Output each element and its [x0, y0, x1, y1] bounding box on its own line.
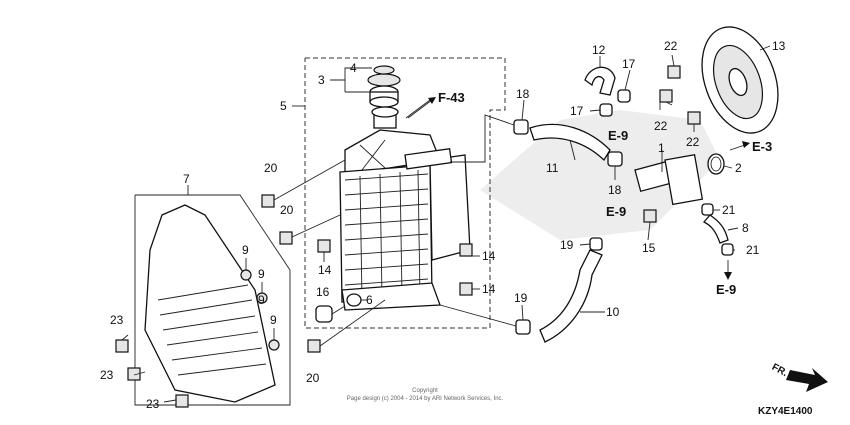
- callout-12: 12: [592, 43, 606, 57]
- callout-18a: 18: [516, 87, 530, 101]
- callout-20b: 20: [280, 203, 294, 217]
- callout-2: 2: [735, 161, 742, 175]
- bolt-20b[interactable]: [279, 231, 293, 245]
- callout-21a: 21: [722, 203, 736, 217]
- hose-clamp-19b[interactable]: [515, 319, 531, 335]
- nut-9c[interactable]: [268, 339, 280, 351]
- copyright-notice: Copyright Page design (c) 2004 - 2014 by…: [347, 388, 504, 402]
- callout-16: 16: [316, 285, 330, 299]
- collar-6[interactable]: [346, 293, 362, 307]
- grommet-16[interactable]: [315, 305, 333, 323]
- hose-11[interactable]: [529, 123, 611, 162]
- hose-clamp-18a[interactable]: [513, 119, 529, 135]
- ref-e9-bottom: E-9: [716, 282, 736, 297]
- copyright-line-2: Page design (c) 2004 - 2014 by ARI Netwo…: [347, 396, 504, 402]
- callout-19a: 19: [560, 238, 574, 252]
- bolt-20c[interactable]: [307, 339, 321, 353]
- callout-22b: 22: [654, 119, 668, 133]
- hose-8[interactable]: [702, 214, 729, 244]
- hose-clamp-18b[interactable]: [607, 151, 623, 167]
- radiator-core-fins: [344, 169, 429, 301]
- bolt-20a[interactable]: [261, 194, 275, 208]
- callout-15: 15: [642, 241, 656, 255]
- clip-14a[interactable]: [317, 239, 331, 253]
- bolt-23a[interactable]: [115, 339, 129, 353]
- radiator-cap[interactable]: [367, 73, 401, 108]
- callout-22c: 22: [686, 135, 700, 149]
- diagram-code: KZY4E1400: [758, 406, 813, 417]
- hose-clamp-17a[interactable]: [617, 89, 631, 103]
- shroud-louvers: [157, 284, 267, 376]
- callout-14c: 14: [482, 282, 496, 296]
- reference-arrows: [407, 97, 750, 280]
- radiator-group-box: [304, 57, 506, 329]
- clip-14c[interactable]: [459, 282, 473, 296]
- ref-e9-top: E-9: [608, 128, 628, 143]
- callout-11: 11: [546, 161, 559, 175]
- callout-10: 10: [606, 305, 620, 319]
- callout-6: 6: [366, 293, 373, 307]
- callout-13: 13: [772, 39, 786, 53]
- callout-23c: 23: [146, 397, 160, 411]
- hose-clamp-19a[interactable]: [589, 237, 603, 251]
- callout-23a: 23: [110, 313, 124, 327]
- o-ring[interactable]: [707, 153, 725, 175]
- reference-tags: F-43 E-3 E-9 E-9 E-9: [438, 90, 772, 297]
- nut-9a[interactable]: [240, 269, 252, 281]
- hose-12[interactable]: [584, 66, 616, 96]
- hose-clamp-17b[interactable]: [599, 103, 613, 117]
- callout-19b: 19: [514, 291, 528, 305]
- copyright-line-1: Copyright: [412, 388, 438, 394]
- callout-labels: 1 2 3 4 5 6 7 8 9 9 9 9 10 11 12 13 14 1…: [100, 39, 786, 411]
- bolt-23c[interactable]: [175, 394, 189, 408]
- callout-17a: 17: [622, 57, 636, 71]
- bolt-15[interactable]: [643, 209, 657, 223]
- callout-23b: 23: [100, 368, 114, 382]
- callout-18b: 18: [608, 183, 622, 197]
- bolt-22a[interactable]: [667, 65, 681, 79]
- callout-1: 1: [658, 141, 665, 155]
- callout-9d: 9: [270, 313, 277, 327]
- callout-9c: 9: [258, 293, 265, 307]
- callout-17b: 17: [570, 104, 584, 118]
- callout-7: 7: [183, 172, 190, 186]
- callout-5: 5: [280, 99, 287, 113]
- thermostat-housing[interactable]: [634, 154, 704, 206]
- callout-3: 3: [318, 73, 325, 87]
- callout-14a: 14: [318, 263, 332, 277]
- callout-14b: 14: [482, 249, 496, 263]
- callout-21b: 21: [746, 243, 760, 257]
- leader-lines: [121, 45, 771, 403]
- callout-20c: 20: [306, 371, 320, 385]
- bolt-23b[interactable]: [127, 367, 141, 381]
- callout-8: 8: [742, 221, 749, 235]
- callout-9a: 9: [242, 243, 249, 257]
- front-direction-arrow: [786, 368, 828, 392]
- radiator-shroud[interactable]: [144, 204, 276, 403]
- bolt-22b[interactable]: [659, 89, 673, 103]
- cooling-fan[interactable]: [688, 16, 791, 143]
- ref-e9-mid: E-9: [606, 204, 626, 219]
- cap-seal[interactable]: [373, 65, 395, 75]
- ref-f43: F-43: [438, 90, 465, 105]
- callout-20a: 20: [264, 161, 278, 175]
- callout-4: 4: [350, 61, 357, 75]
- clip-14b[interactable]: [459, 243, 473, 257]
- hose-clamp-21a[interactable]: [701, 203, 714, 216]
- front-direction-label: FR.: [770, 362, 790, 379]
- honda-watermark: [480, 110, 720, 240]
- callout-22a: 22: [664, 39, 678, 53]
- ref-e3: E-3: [752, 139, 772, 154]
- radiator[interactable]: [339, 106, 471, 311]
- hose-clamp-21b[interactable]: [721, 243, 734, 256]
- bolt-22c[interactable]: [687, 111, 701, 125]
- hose-10[interactable]: [539, 249, 603, 343]
- callout-9b: 9: [258, 267, 265, 281]
